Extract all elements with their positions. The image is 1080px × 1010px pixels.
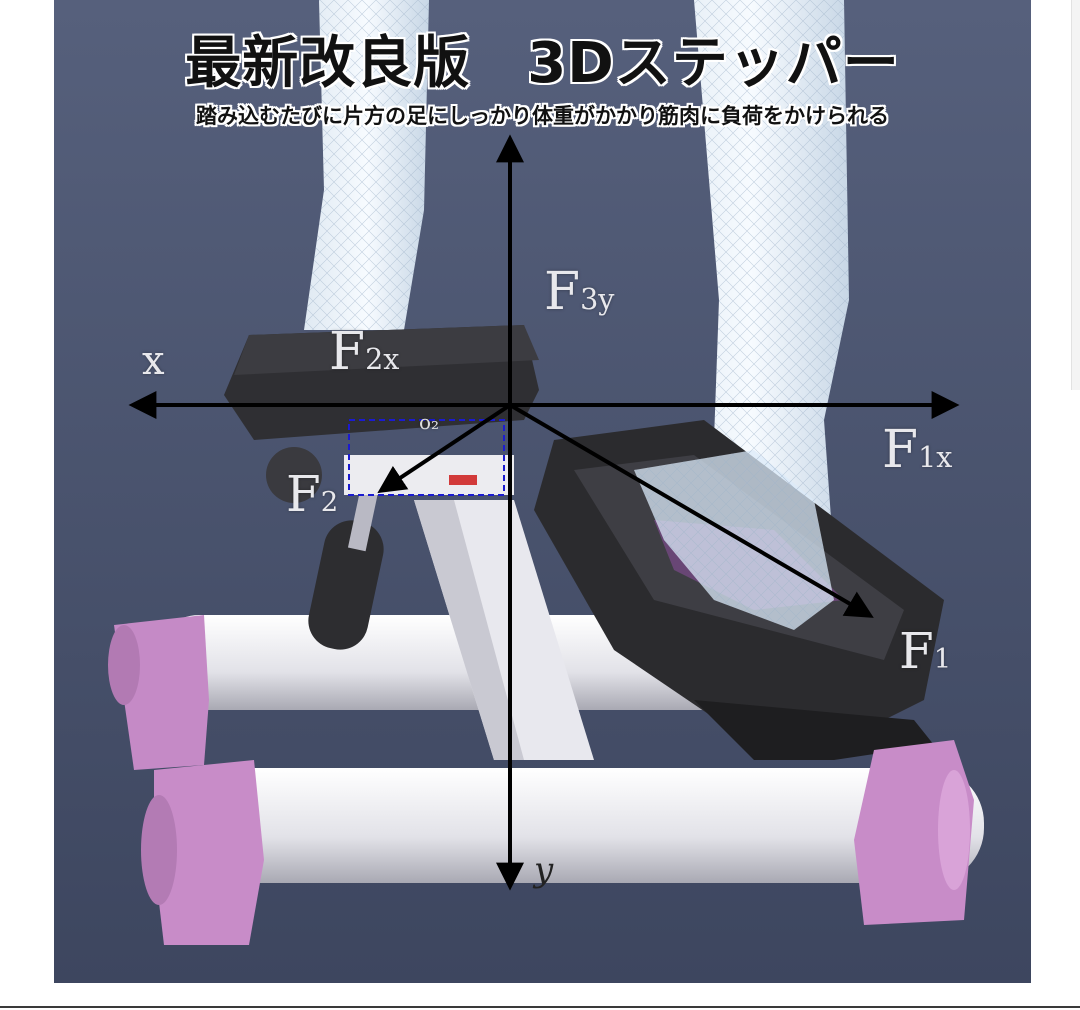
label-y-axis: y [534,850,554,890]
divider-line [0,1006,1080,1008]
force-arrows [128,134,960,891]
left-leg [304,0,429,330]
hydraulic-cylinder [308,488,384,650]
label-f1: F1 [899,622,952,680]
stepper-illustration [54,0,1031,983]
label-f2x: F2x [329,322,400,382]
right-foot [634,450,834,630]
label-f3y: F3y [544,262,615,322]
label-x-axis: x [142,338,165,384]
label-angle: o₂ [419,410,440,434]
product-photo: 最新改良版 3Dステッパー 踏み込むたびに片方の足にしっかり体重がかかり筋肉に負… [54,0,1031,983]
arrow-f1 [508,403,874,618]
arrow-f2 [377,403,512,494]
label-f2: F2 [286,465,339,523]
display-highlight-box [348,419,505,496]
front-crossbar [141,740,984,945]
subtitle-caption: 踏み込むたびに片方の足にしっかり体重がかかり筋肉に負荷をかけられる [196,104,889,128]
center-beam [414,500,594,760]
label-f1x: F1x [882,420,953,480]
left-pedal [224,325,539,503]
page-title: 最新改良版 3Dステッパー [185,31,900,96]
scrollbar-track[interactable] [1071,0,1080,390]
